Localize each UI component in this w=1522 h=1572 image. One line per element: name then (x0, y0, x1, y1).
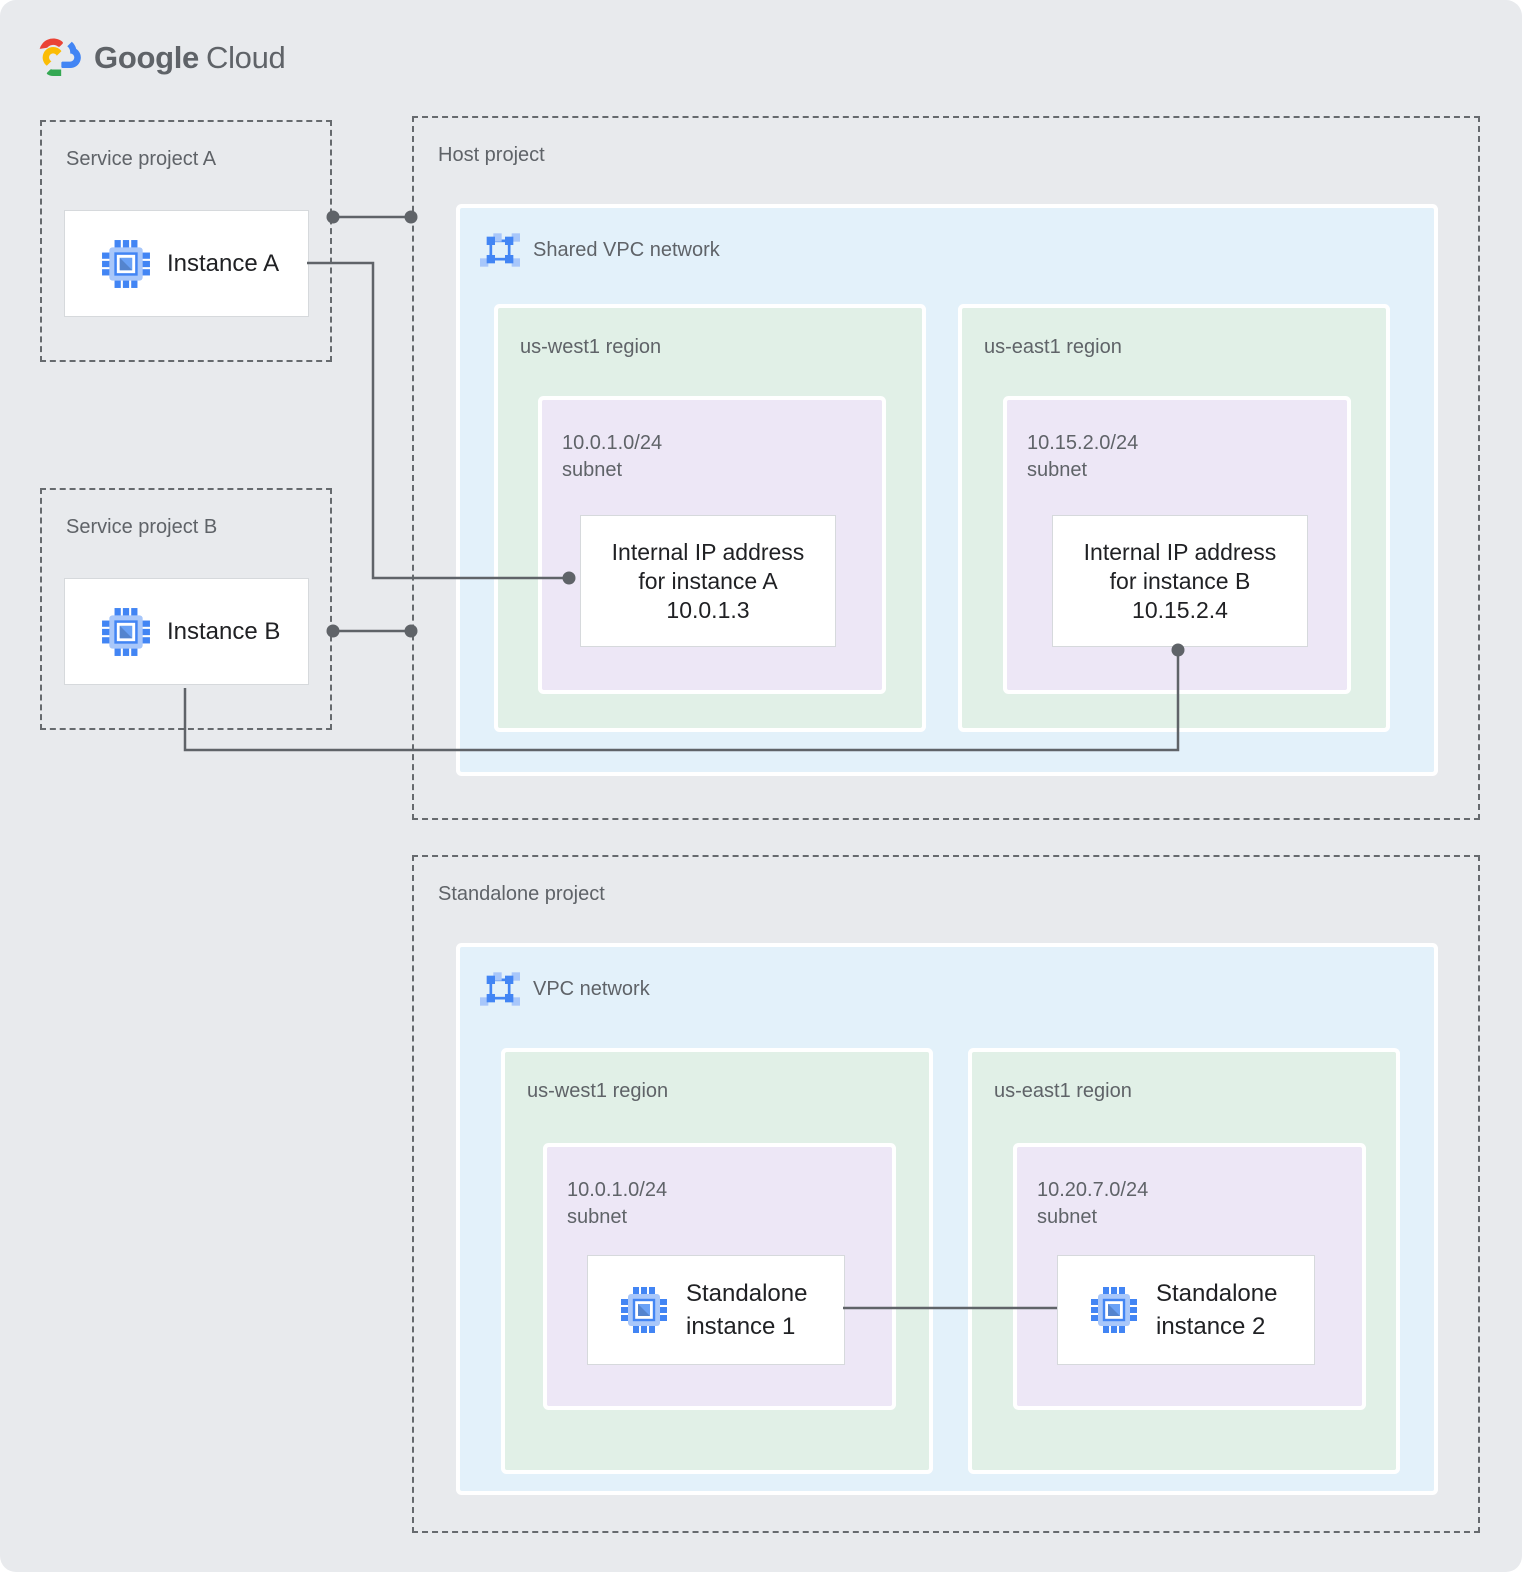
host-project-box: Host project Shared VPC network us-west1… (412, 116, 1480, 820)
standalone-project-label: Standalone project (438, 883, 605, 905)
service-project-a-box: Service project A Instance A (40, 120, 332, 362)
compute-instance-icon (620, 1286, 668, 1334)
standalone-instance-2-node: Standalone instance 2 (1057, 1255, 1315, 1365)
ip-a-line1: Internal IP address (611, 538, 805, 565)
service-project-b-box: Service project B Instance B (40, 488, 332, 730)
compute-instance-icon (101, 239, 151, 289)
instance-a-node: Instance A (64, 210, 309, 317)
standalone-east-subnet-box: 10.20.7.0/24 subnet Standalone instance … (1017, 1147, 1362, 1406)
standalone-instance-1-line2: instance 1 (686, 1313, 796, 1340)
host-east-subnet-label: 10.15.2.0/24 subnet (1027, 430, 1138, 484)
standalone-us-west1-region-label: us-west1 region (527, 1080, 669, 1102)
compute-instance-icon (101, 607, 151, 657)
standalone-us-west1-region-box: us-west1 region 10.0.1.0/24 subnet Stand… (505, 1052, 929, 1470)
instance-b-node: Instance B (64, 578, 309, 685)
internal-ip-instance-a-node: Internal IP address for instance A 10.0.… (580, 515, 836, 647)
standalone-west-subnet-cidr: 10.0.1.0/24 (567, 1179, 668, 1201)
host-west-subnet-box: 10.0.1.0/24 subnet Internal IP address f… (542, 400, 882, 690)
standalone-instance-1-line1: Standalone (686, 1280, 808, 1307)
standalone-east-subnet-label: 10.20.7.0/24 subnet (1037, 1177, 1148, 1231)
vpc-network-icon (480, 969, 520, 1009)
vpc-network-label: VPC network (533, 977, 650, 1000)
host-us-west1-region-label: us-west1 region (520, 336, 662, 358)
standalone-project-box: Standalone project VPC network us-west1 … (412, 855, 1480, 1533)
standalone-instance-1-label: Standalone instance 1 (686, 1277, 807, 1343)
host-us-east1-region-box: us-east1 region 10.15.2.0/24 subnet Inte… (962, 308, 1386, 728)
ip-a-line2: for instance A (638, 567, 778, 594)
host-east-subnet-word: subnet (1027, 459, 1088, 481)
host-east-subnet-box: 10.15.2.0/24 subnet Internal IP address … (1007, 400, 1347, 690)
host-west-subnet-word: subnet (562, 459, 623, 481)
instance-a-label: Instance A (167, 249, 280, 277)
standalone-east-subnet-word: subnet (1037, 1206, 1098, 1228)
ip-b-line2: for instance B (1109, 567, 1251, 594)
host-us-west1-region-box: us-west1 region 10.0.1.0/24 subnet Inter… (498, 308, 922, 728)
ip-a-address: 10.0.1.3 (666, 596, 750, 623)
standalone-instance-2-label: Standalone instance 2 (1156, 1277, 1277, 1343)
ip-b-address: 10.15.2.4 (1132, 596, 1228, 623)
vpc-network-icon (480, 230, 520, 270)
shared-vpc-network-label: Shared VPC network (533, 238, 720, 261)
standalone-us-east1-region-label: us-east1 region (994, 1080, 1132, 1102)
standalone-instance-2-line1: Standalone (1156, 1280, 1278, 1307)
vpc-network-box: VPC network us-west1 region 10.0.1.0/24 … (460, 947, 1434, 1491)
host-project-label: Host project (438, 144, 545, 166)
standalone-east-subnet-cidr: 10.20.7.0/24 (1037, 1179, 1149, 1201)
standalone-us-east1-region-box: us-east1 region 10.20.7.0/24 subnet Stan… (972, 1052, 1396, 1470)
host-us-east1-region-label: us-east1 region (984, 336, 1122, 358)
instance-b-label: Instance B (167, 617, 281, 645)
standalone-instance-2-line2: instance 2 (1156, 1313, 1266, 1340)
internal-ip-instance-b-node: Internal IP address for instance B 10.15… (1052, 515, 1308, 647)
standalone-instance-1-node: Standalone instance 1 (587, 1255, 845, 1365)
host-west-subnet-label: 10.0.1.0/24 subnet (562, 430, 662, 484)
standalone-west-subnet-word: subnet (567, 1206, 628, 1228)
standalone-west-subnet-box: 10.0.1.0/24 subnet Standalone instance 1 (547, 1147, 892, 1406)
ip-b-line1: Internal IP address (1083, 538, 1277, 565)
google-cloud-icon (39, 38, 81, 77)
service-project-b-label: Service project B (66, 516, 218, 538)
shared-vpc-network-header: Shared VPC network (480, 230, 720, 270)
vpc-network-header: VPC network (480, 969, 650, 1009)
host-west-subnet-cidr: 10.0.1.0/24 (562, 432, 663, 454)
shared-vpc-network-box: Shared VPC network us-west1 region 10.0.… (460, 208, 1434, 772)
service-project-a-label: Service project A (66, 148, 217, 170)
standalone-west-subnet-label: 10.0.1.0/24 subnet (567, 1177, 667, 1231)
compute-instance-icon (1090, 1286, 1138, 1334)
host-east-subnet-cidr: 10.15.2.0/24 (1027, 432, 1139, 454)
